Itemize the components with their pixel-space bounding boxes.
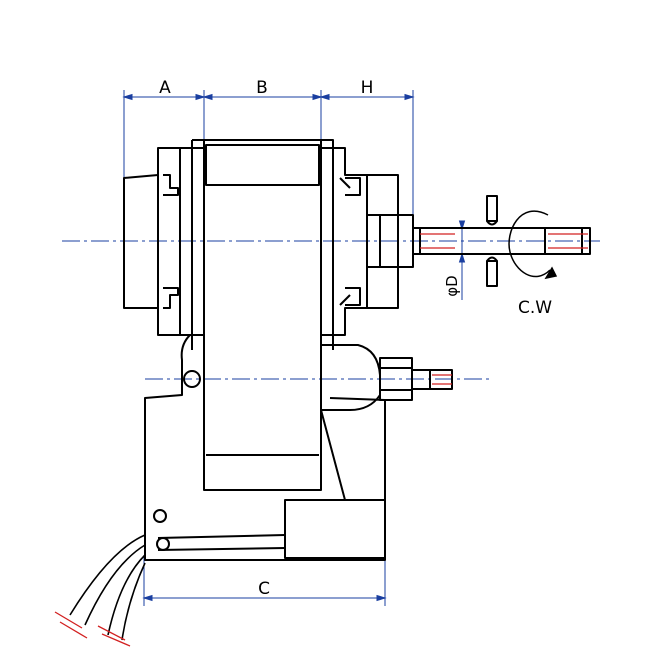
wire-cut-marks <box>54 611 131 647</box>
dimension-label-b: B <box>256 78 268 98</box>
lower-bracket <box>144 334 453 561</box>
dimension-label-shaft-diameter: φD <box>443 275 461 296</box>
dimension-label-a: A <box>159 78 171 98</box>
rotation-arrow-icon <box>508 210 558 280</box>
lead-wires <box>69 534 146 641</box>
thread-marks <box>420 233 588 385</box>
dimension-label-h: H <box>361 78 374 98</box>
dimension-lines <box>122 90 466 606</box>
dimension-label-c: C <box>258 579 270 599</box>
motor-body <box>123 139 591 491</box>
rotation-label: C.W <box>518 298 552 318</box>
center-lines <box>62 240 600 380</box>
